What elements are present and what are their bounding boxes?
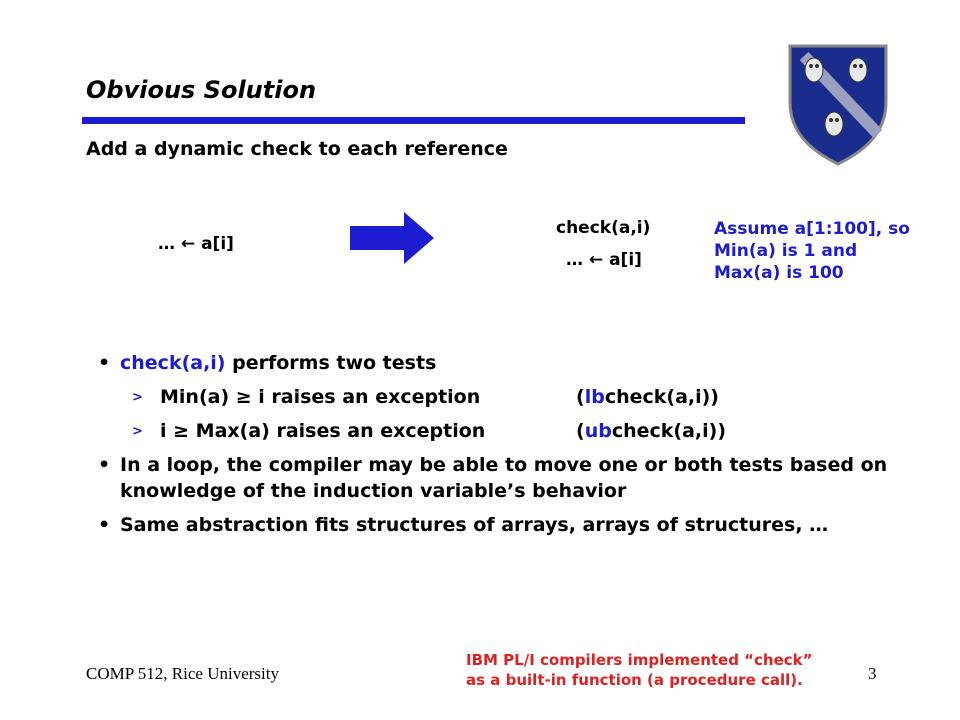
page-number: 3	[868, 664, 877, 683]
bullet-dot: •	[98, 352, 111, 374]
sub-bullet-item: > i ≥ Max(a) raises an exception (ubchec…	[98, 418, 918, 444]
bullet-item: • Same abstraction fits structures of ar…	[98, 512, 918, 538]
bullet-dot: •	[98, 454, 111, 476]
bullet-text: performs two tests	[225, 352, 437, 374]
sub-bullet-text: Min(a) ≥ i raises an exception	[160, 386, 481, 408]
assumption-note: Assume a[1:100], so Min(a) is 1 and Max(…	[714, 219, 910, 283]
footer-pli-note: IBM PL/I compilers implemented “check” a…	[466, 651, 813, 689]
ubcheck-ref: (ubcheck(a,i))	[576, 420, 727, 442]
bullet-text: Same abstraction fits structures of arra…	[120, 514, 829, 536]
footer-course: COMP 512, Rice University	[86, 664, 279, 683]
bullet-list: • check(a,i) performs two tests > Min(a)…	[98, 350, 918, 538]
title-underline	[82, 117, 745, 124]
lead-statement: Add a dynamic check to each reference	[86, 138, 508, 160]
code-after-check: check(a,i)	[556, 218, 651, 238]
slide-title: Obvious Solution	[86, 76, 317, 104]
check-function-ref: check(a,i)	[120, 352, 226, 374]
bullet-dot: •	[98, 514, 111, 536]
transform-arrow-icon	[350, 212, 434, 264]
code-before: … ← a[i]	[158, 234, 234, 254]
bullet-text: In a loop, the compiler may be able to m…	[120, 454, 888, 502]
bullet-item: • In a loop, the compiler may be able to…	[98, 452, 918, 504]
sub-bullet-item: > Min(a) ≥ i raises an exception (lbchec…	[98, 384, 918, 410]
sub-bullet-text: i ≥ Max(a) raises an exception	[160, 420, 486, 442]
code-after-assign: … ← a[i]	[566, 250, 642, 270]
sub-bullet-mark: >	[132, 390, 143, 405]
lbcheck-ref: (lbcheck(a,i))	[576, 386, 719, 408]
bullet-item: • check(a,i) performs two tests	[98, 350, 918, 376]
sub-bullet-mark: >	[132, 424, 143, 439]
rice-crest-logo	[788, 44, 888, 166]
